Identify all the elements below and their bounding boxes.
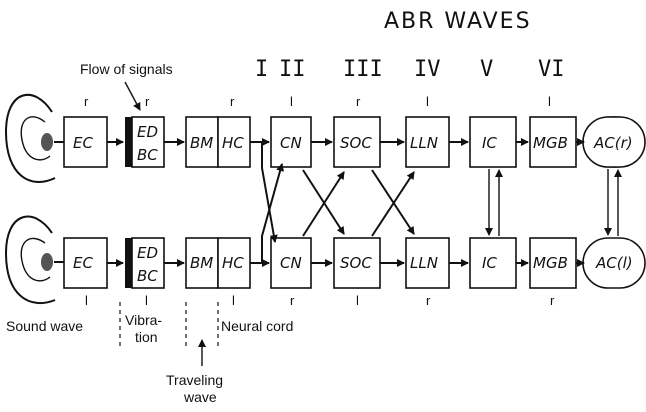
- top-label-ec: r: [84, 94, 89, 109]
- cn-box-top: CN: [270, 116, 312, 168]
- traveling-wave-label-line2: wave: [183, 389, 217, 405]
- top-label-cn: l: [290, 94, 293, 109]
- svg-text:AC(r): AC(r): [593, 134, 633, 152]
- wave-label-2: II: [279, 57, 306, 82]
- svg-text:SOC: SOC: [340, 254, 372, 272]
- svg-text:BM: BM: [190, 254, 213, 272]
- svg-text:MGB: MGB: [533, 254, 568, 272]
- svg-text:IC: IC: [482, 134, 497, 152]
- ed-bc-box-bottom: ED BC: [125, 237, 165, 289]
- svg-text:LLN: LLN: [410, 134, 438, 152]
- ec-box-bottom: EC: [63, 237, 108, 289]
- bottom-label-ec: l: [85, 293, 88, 308]
- svg-text:LLN: LLN: [410, 254, 438, 272]
- mgb-box-bottom: MGB: [529, 237, 577, 289]
- lln-box-top: LLN: [405, 116, 450, 168]
- wave-label-5: V: [480, 57, 493, 82]
- flow-of-signals-arrow: [124, 81, 141, 111]
- flow-of-signals-label: Flow of signals: [80, 61, 173, 77]
- bottom-label-edbc: l: [145, 293, 148, 308]
- neural-cord-label: Neural cord: [221, 318, 293, 334]
- ac-right-box: AC(r): [582, 116, 646, 168]
- top-label-lln: l: [426, 94, 429, 109]
- top-label-mgb: l: [548, 94, 551, 109]
- ear-right-icon: [4, 94, 64, 183]
- svg-text:BC: BC: [137, 267, 158, 285]
- diagram-title: ABR WAVES: [384, 9, 532, 34]
- soc-box-bottom: SOC: [333, 237, 381, 289]
- ic-box-top: IC: [469, 116, 517, 168]
- bottom-label-mgb: r: [550, 293, 555, 308]
- svg-text:BC: BC: [137, 146, 158, 164]
- soc-box-top: SOC: [333, 116, 381, 168]
- sound-wave-label: Sound wave: [6, 318, 83, 334]
- hc-box-bottom: HC: [217, 237, 251, 289]
- wave-label-4: IV: [414, 57, 441, 82]
- svg-text:BM: BM: [190, 134, 213, 152]
- top-label-soc: r: [356, 94, 361, 109]
- ed-bc-box-top: ED BC: [125, 116, 165, 168]
- svg-text:SOC: SOC: [340, 134, 372, 152]
- ear-left-icon: [4, 215, 64, 305]
- svg-text:CN: CN: [280, 134, 302, 152]
- svg-text:AC(l): AC(l): [595, 254, 633, 272]
- vibration-label-line2: tion: [135, 329, 158, 345]
- ic-box-bottom: IC: [469, 237, 517, 289]
- bottom-label-cn: r: [290, 293, 295, 308]
- bottom-label-soc: l: [356, 293, 359, 308]
- ac-left-box: AC(l): [582, 237, 646, 289]
- bm-box-top: BM: [185, 116, 219, 168]
- wave-label-6: VI: [538, 57, 565, 82]
- traveling-wave-label-line1: Traveling: [166, 372, 223, 388]
- bm-box-bottom: BM: [185, 237, 219, 289]
- ec-box-top: EC: [63, 116, 108, 168]
- svg-text:EC: EC: [73, 134, 93, 152]
- wave-label-3: III: [343, 57, 383, 82]
- hc-box-top: HC: [217, 116, 251, 168]
- bottom-label-hc: l: [232, 293, 235, 308]
- wave-label-1: I: [255, 57, 268, 82]
- svg-text:CN: CN: [280, 254, 302, 272]
- svg-text:EC: EC: [73, 254, 93, 272]
- svg-text:HC: HC: [222, 134, 244, 152]
- svg-text:HC: HC: [222, 254, 244, 272]
- svg-text:IC: IC: [482, 254, 497, 272]
- vibration-label-line1: Vibra-: [125, 312, 162, 328]
- top-label-edbc: r: [145, 94, 150, 109]
- crossing-pathways: [261, 142, 622, 263]
- cn-box-bottom: CN: [270, 237, 312, 289]
- top-label-hc: r: [230, 94, 235, 109]
- svg-text:MGB: MGB: [533, 134, 568, 152]
- lln-box-bottom: LLN: [405, 237, 450, 289]
- svg-text:ED: ED: [137, 244, 158, 262]
- svg-text:ED: ED: [137, 123, 158, 141]
- mgb-box-top: MGB: [529, 116, 577, 168]
- bottom-label-lln: r: [426, 293, 431, 308]
